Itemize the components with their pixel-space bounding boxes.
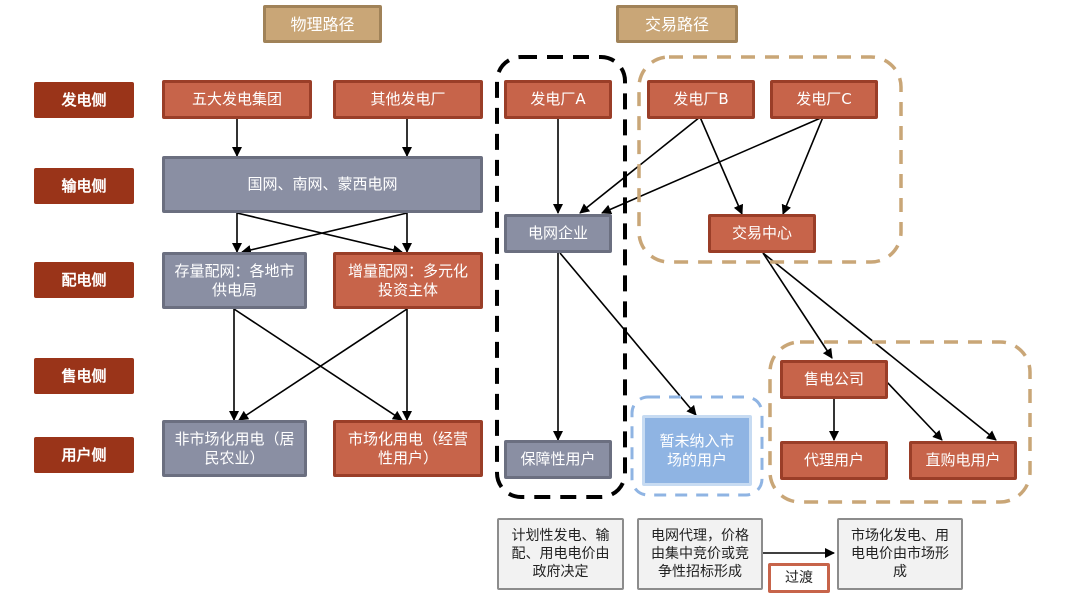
header-trading-path: 交易路径	[616, 5, 738, 43]
node-plant-b: 发电厂B	[647, 80, 755, 119]
group-agent-outline	[630, 395, 764, 497]
header-physical-path: 物理路径	[263, 5, 382, 43]
arrow-exchange-retailer	[762, 252, 833, 359]
side-label-distribution: 配电侧	[34, 262, 134, 298]
side-label-generation: 发电侧	[34, 82, 134, 118]
arrow-grid-dist1-cross	[241, 212, 408, 255]
node-big-five-generators: 五大发电集团	[162, 80, 312, 119]
node-users-not-in-market: 暂未纳入市场的用户	[642, 415, 752, 486]
side-label-transmission: 输电侧	[34, 168, 134, 204]
note-market-pricing: 市场化发电、用电电价由市场形成	[837, 518, 963, 590]
node-trading-center: 交易中心	[708, 214, 816, 253]
node-guaranteed-users: 保障性用户	[504, 440, 612, 479]
node-retail-company: 售电公司	[780, 360, 888, 399]
arrow-dist2-user1	[238, 308, 408, 421]
group-market-gen-outline	[637, 55, 903, 264]
node-market-users: 市场化用电（经营性用户）	[333, 420, 483, 477]
arrow-exchange-directuser	[762, 252, 997, 441]
node-plant-c: 发电厂C	[770, 80, 878, 119]
transition-label: 过渡	[768, 563, 830, 593]
note-planned-pricing: 计划性发电、输配、用电电价由政府决定	[497, 518, 624, 590]
node-direct-purchase-users: 直购电用户	[909, 441, 1017, 480]
node-national-grids: 国网、南网、蒙西电网	[162, 156, 483, 213]
node-other-generators: 其他发电厂	[333, 80, 483, 119]
node-grid-company: 电网企业	[504, 214, 612, 253]
node-agent-users: 代理用户	[780, 441, 888, 480]
arrow-gridco-notinmarket	[559, 252, 697, 416]
arrow-retailer-direct	[884, 379, 943, 441]
arrow-plantC-exchange	[781, 116, 824, 215]
note-grid-agent-pricing: 电网代理，价格由集中竞价或竞争性招标形成	[637, 518, 763, 590]
group-retail-outline	[768, 340, 1032, 504]
node-incremental-distribution: 增量配网：多元化投资主体	[333, 252, 483, 309]
side-label-user: 用户侧	[34, 437, 134, 473]
group-plan-outline	[495, 55, 627, 499]
node-plant-a: 发电厂A	[504, 80, 612, 119]
node-existing-distribution: 存量配网：各地市供电局	[162, 252, 307, 309]
arrow-plantB-exchange	[699, 116, 744, 215]
side-label-retail: 售电侧	[34, 358, 134, 394]
arrow-dist1-user2	[233, 308, 403, 421]
arrow-grid-dist2-cross	[236, 212, 403, 255]
node-non-market-users: 非市场化用电（居民农业）	[162, 420, 307, 477]
